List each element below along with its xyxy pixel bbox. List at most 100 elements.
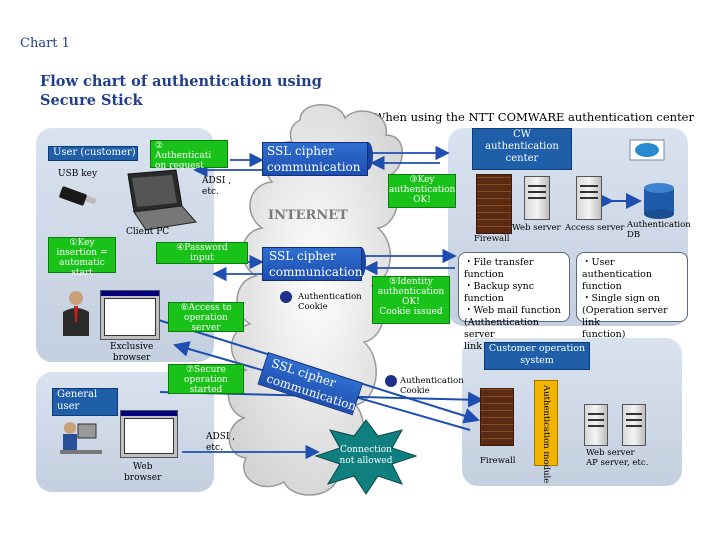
- step-1-line: start: [71, 268, 93, 278]
- cw-center-title: CW authentication center: [472, 128, 572, 170]
- chart-label: Chart 1: [20, 36, 70, 51]
- center-note: ＊When using the NTT COMWARE authenticati…: [362, 110, 694, 124]
- step-4-box: ④Password input: [156, 242, 248, 264]
- web-browser-window: [120, 410, 178, 458]
- access-function-item: function: [582, 281, 622, 292]
- connection-not-allowed-label: Connection not allowed: [334, 445, 398, 467]
- title-line-2: Secure Stick: [40, 92, 143, 109]
- step-6-line: operation: [184, 313, 228, 323]
- database-icon: [644, 183, 674, 219]
- customer-web-server-icon: [584, 404, 608, 446]
- step-2-line: on request: [155, 161, 204, 171]
- step-3-line: authentication: [389, 185, 456, 195]
- step-6-line: ⑥Access to: [180, 303, 232, 313]
- step-6-line: server: [191, 323, 221, 333]
- customer-server-line: Web server: [586, 448, 635, 458]
- exclusive-browser-line: browser: [112, 353, 151, 363]
- access-function-item: ・Single sign on: [582, 293, 660, 304]
- cookie-icon: [280, 291, 292, 303]
- customer-system-title: Customer operation system: [484, 342, 590, 370]
- web-browser-line: browser: [124, 473, 162, 483]
- cw-title-line: authentication: [485, 141, 559, 152]
- web-server-icon: [524, 176, 550, 220]
- cookie-line: Cookie: [298, 302, 328, 312]
- ssl-bar-top: SSL cipher communication: [262, 142, 368, 176]
- step-5-line: authentication: [377, 287, 445, 297]
- adsi-label-bottom: ADSI , etc.: [206, 432, 235, 454]
- access-function-item: (Operation server link: [582, 305, 668, 328]
- usb-key-icon: [59, 186, 97, 206]
- user-panel-title: User (customer): [48, 146, 138, 161]
- general-user-icon: [60, 422, 102, 454]
- title-line-1: Flow chart of authentication using: [40, 73, 322, 90]
- diagram-title: Flow chart of authentication using Secur…: [40, 72, 322, 110]
- adsi-line: etc.: [206, 443, 223, 453]
- step-5-line: Cookie issued: [379, 307, 443, 317]
- access-function-item: ・User authentication: [582, 257, 652, 280]
- customer-server-label: Web server AP server, etc.: [586, 448, 648, 468]
- ssl-line: SSL cipher: [267, 144, 334, 158]
- access-function-item: function): [582, 329, 626, 340]
- client-pc-label: Client PC: [126, 227, 170, 237]
- web-function-item: ・Backup sync function: [464, 281, 535, 304]
- web-function-item: ・File transfer function: [464, 257, 534, 280]
- auth-db-line: Authentication: [627, 220, 691, 230]
- adsi-line: ADSI ,: [202, 176, 232, 186]
- web-function-item: ・Web mail function: [464, 305, 561, 316]
- exclusive-browser-window: [100, 290, 160, 340]
- adsi-line: ADSI ,: [206, 432, 236, 442]
- step-4-line: ④Password: [176, 243, 228, 253]
- laptop-icon: [127, 169, 197, 231]
- exclusive-browser-label: Exclusive browser: [110, 342, 153, 364]
- general-user-line: user: [57, 401, 80, 412]
- exclusive-browser-line: Exclusive: [110, 342, 154, 352]
- auth-db-label: Authentication DB: [627, 220, 691, 240]
- ssl-line: communication: [267, 160, 361, 174]
- ssl-line: SSL cipher: [269, 249, 336, 263]
- step-6-box: ⑥Access to operation server: [168, 302, 244, 333]
- customer-firewall-label: Firewall: [480, 456, 516, 466]
- auth-module-label: Authentication module: [541, 385, 551, 484]
- ssl-bar-middle: SSL cipher communication: [262, 247, 363, 281]
- cookie-label-1: Authentication Cookie: [298, 292, 362, 312]
- adsi-line: etc.: [202, 187, 219, 197]
- connection-starburst: [314, 419, 418, 495]
- step-5-box: ⑤Identity authentication OK! Cookie issu…: [372, 276, 450, 324]
- step-3-line: OK!: [413, 195, 431, 205]
- web-function-item: (Authentication server: [464, 317, 539, 340]
- general-user-title: General user: [52, 388, 118, 416]
- ssl-line: communication: [269, 265, 363, 279]
- web-browser-label: Web browser: [124, 462, 161, 484]
- customer-server-line: AP server, etc.: [586, 458, 649, 468]
- customer-title-line: Customer operation: [488, 343, 586, 354]
- access-server-label: Access server: [565, 223, 625, 233]
- step-5-line: ⑤Identity: [389, 277, 433, 287]
- businessman-icon: [63, 291, 89, 336]
- step-2-box: ② Authenticati on request: [150, 140, 228, 171]
- step-2-line: ②: [155, 141, 164, 151]
- starburst-line: Connection: [340, 445, 392, 455]
- web-server-functions: ・File transfer function ・Backup sync fun…: [458, 252, 570, 352]
- starburst-line: not allowed: [339, 456, 393, 466]
- general-user-line: General: [57, 389, 98, 400]
- adsi-label-top: ADSI , etc.: [202, 176, 231, 198]
- auth-db-line: DB: [627, 230, 641, 240]
- usb-key-label: USB key: [58, 169, 98, 179]
- cw-logo: [629, 139, 665, 161]
- cw-firewall-label: Firewall: [474, 234, 510, 244]
- step-3-box: ③Key authentication OK!: [388, 174, 456, 208]
- step-7-line: operation: [184, 375, 228, 385]
- cookie-icon: [385, 375, 397, 387]
- web-browser-line: Web: [132, 462, 153, 472]
- customer-ap-server-icon: [622, 404, 646, 446]
- step-5-line: OK!: [402, 297, 420, 307]
- step-2-line: Authenticati: [155, 151, 212, 161]
- step-7-line: ⑦Secure: [185, 365, 227, 375]
- access-server-functions: ・User authentication function ・Single si…: [576, 252, 688, 340]
- step-4-line: input: [190, 253, 214, 263]
- access-server-icon: [576, 176, 602, 220]
- cookie-label-2: Authentication Cookie: [400, 376, 464, 396]
- cookie-line: Cookie: [400, 386, 430, 396]
- web-server-label: Web server: [512, 223, 561, 233]
